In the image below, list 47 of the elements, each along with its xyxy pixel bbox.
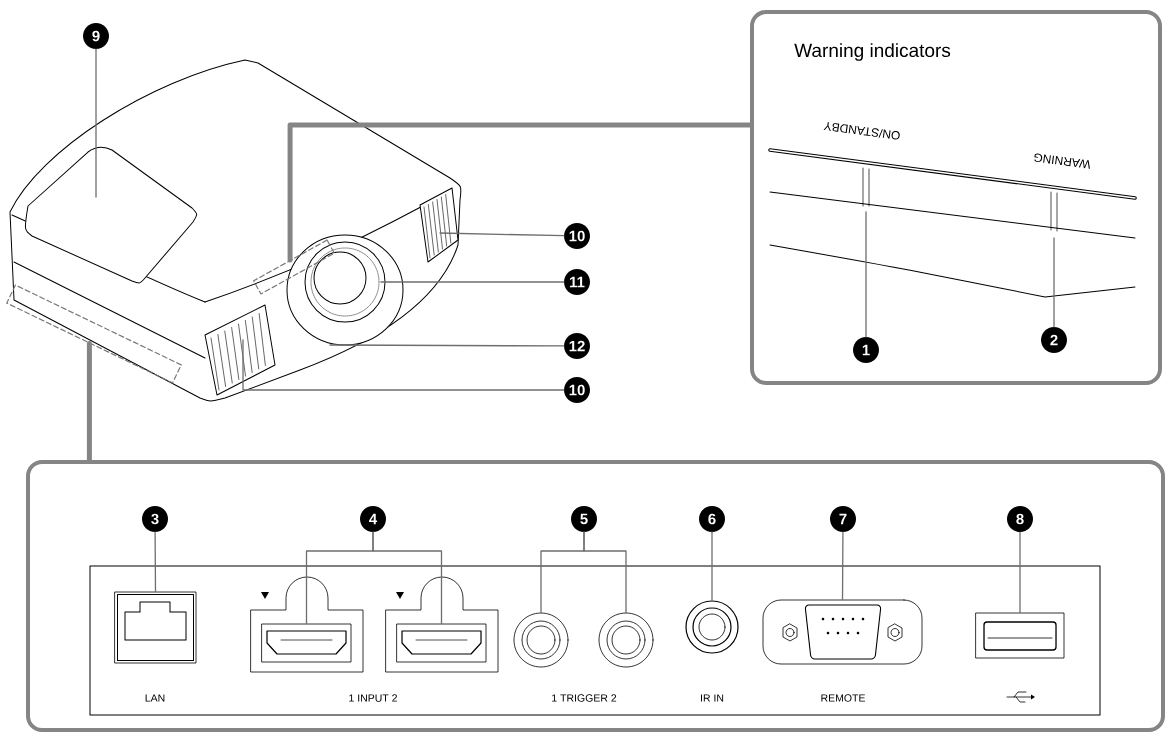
callout-number: 10: [564, 377, 590, 403]
panel-heading: Warning indicators: [794, 43, 951, 61]
leader-line: [1019, 531, 1021, 614]
leader-line: [154, 531, 157, 593]
callout-number: 10: [564, 223, 590, 249]
connector-line: [287, 122, 753, 263]
hdmi-port: [250, 576, 364, 673]
port-label: ON/STANDBY: [823, 122, 900, 140]
leader-line: [1053, 237, 1055, 328]
callout-number: 6: [699, 506, 725, 532]
leader-line: [865, 211, 867, 338]
connector-line: [86, 341, 92, 463]
leader-line: [583, 531, 627, 614]
port-label: REMOTE: [821, 694, 865, 702]
usb-port: [975, 612, 1065, 659]
port-label: 1 TRIGGER 2: [552, 694, 617, 702]
callout-number: 12: [564, 333, 590, 359]
callout-number: 1: [853, 337, 879, 363]
dashed-outline: [6, 284, 182, 384]
port-label: LAN: [145, 694, 165, 702]
ir-jack: [685, 600, 739, 654]
leader-line: [95, 48, 97, 198]
serial-port: [762, 599, 923, 665]
leader-line: [711, 531, 713, 602]
trigger-jack: [598, 612, 654, 668]
leader-line: [380, 281, 565, 283]
port-label: WARNING: [1034, 153, 1090, 169]
port-label: 1 INPUT 2: [349, 694, 397, 702]
callout-number: 5: [571, 506, 597, 532]
leader-line: [329, 344, 565, 347]
hdmi-port: [385, 576, 499, 673]
callout-number: 3: [142, 506, 168, 532]
callout-number: 8: [1007, 506, 1033, 532]
port-label: IR IN: [701, 694, 724, 702]
dashed-outline: [253, 239, 335, 295]
leader-line: [439, 232, 565, 237]
leader-line: [372, 531, 443, 625]
lan-port: [114, 591, 197, 664]
leader-line: [841, 531, 844, 601]
callout-number: 2: [1041, 327, 1067, 353]
leader-line: [242, 339, 565, 391]
callout-number: 11: [564, 269, 590, 295]
callout-number: 4: [360, 506, 386, 532]
trigger-jack: [513, 612, 569, 668]
callout-number: 7: [830, 506, 856, 532]
inset-panel: [26, 460, 1165, 732]
callout-number: 9: [83, 23, 109, 49]
